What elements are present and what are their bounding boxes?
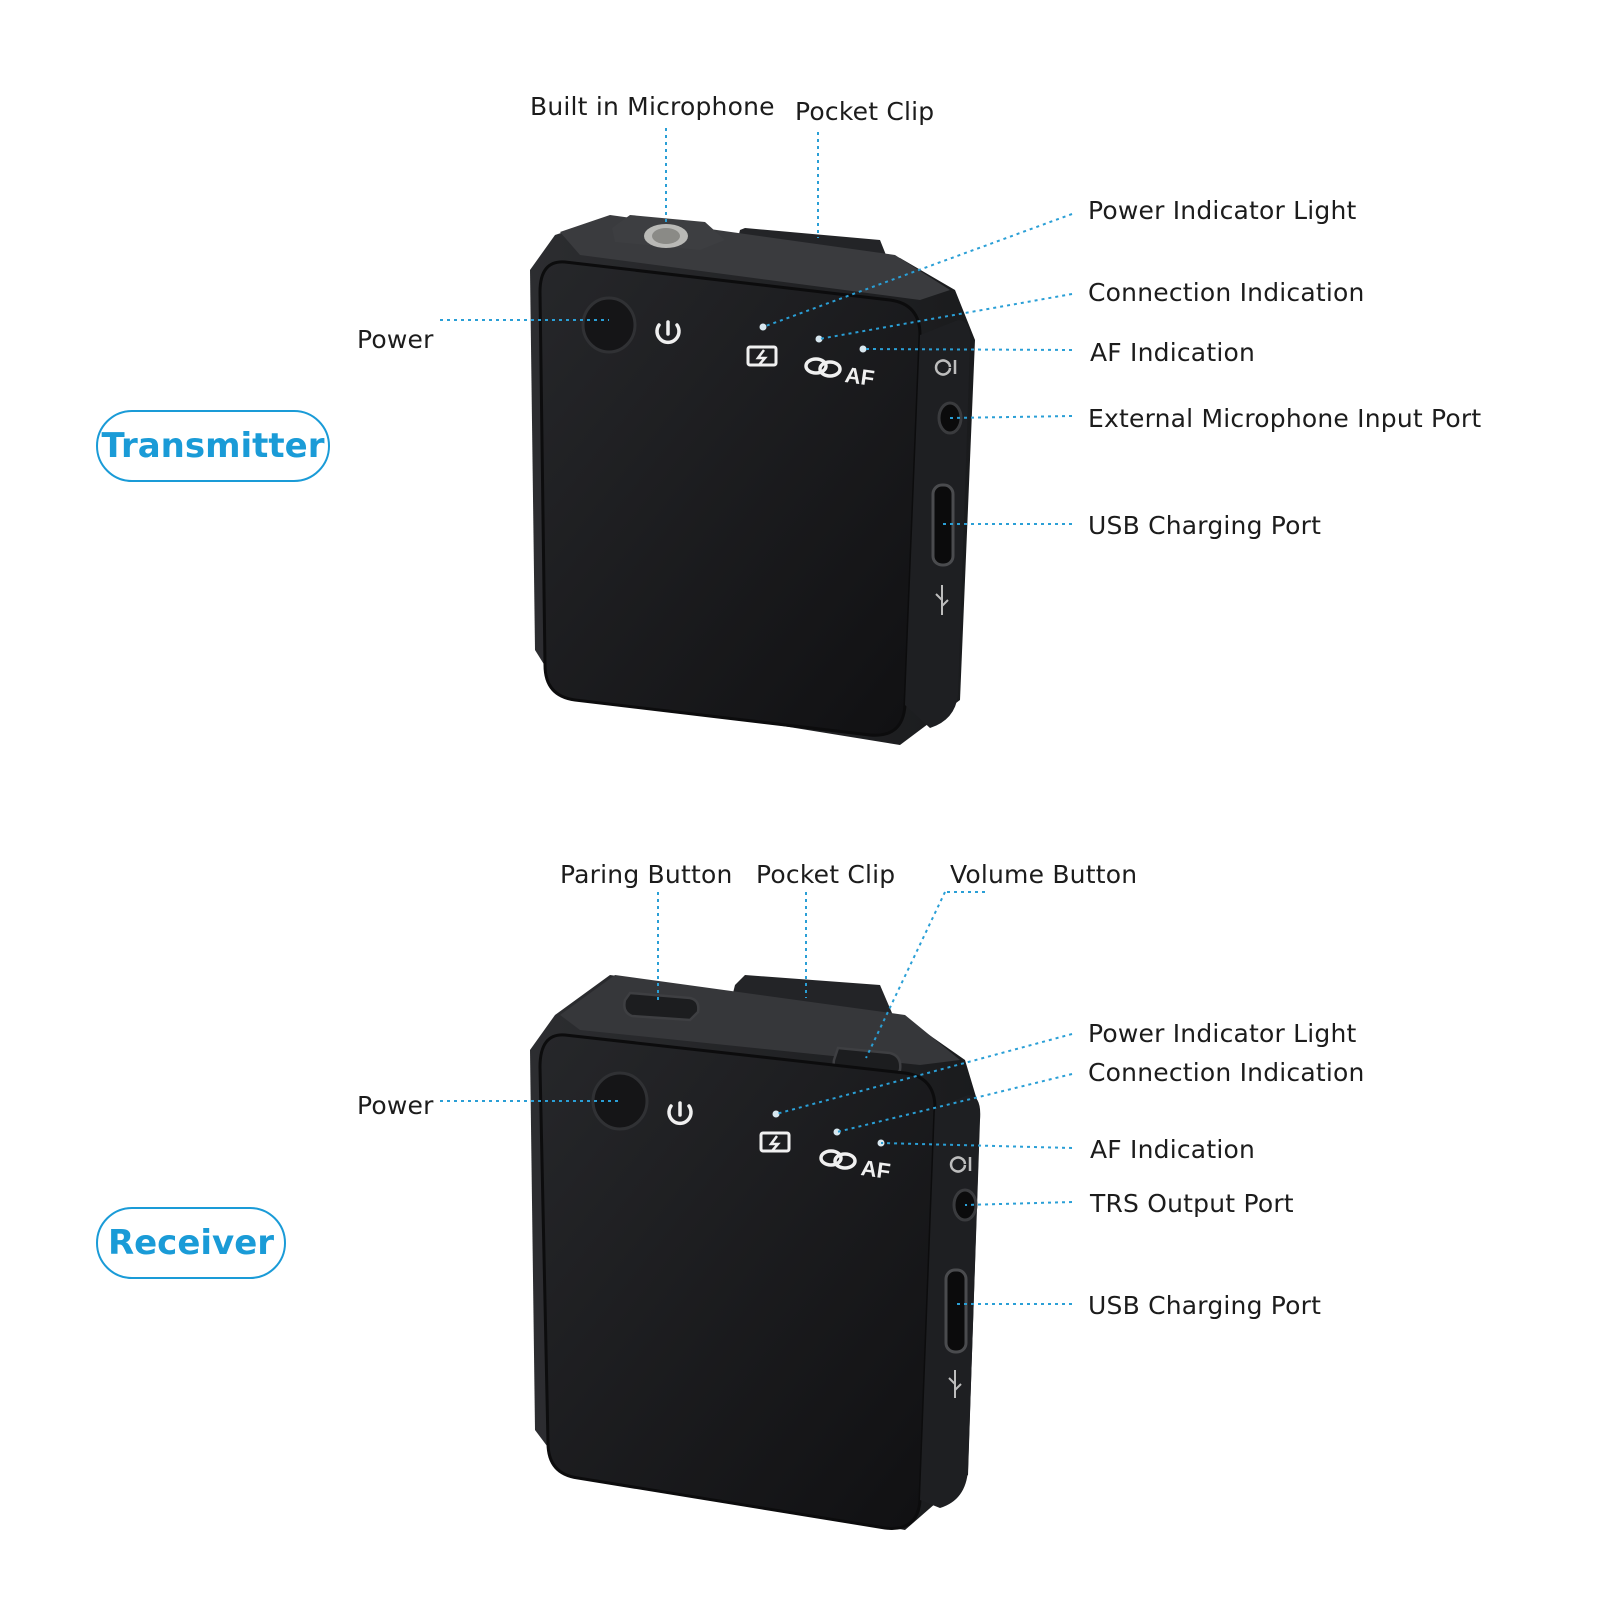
- receiver-device: [530, 975, 981, 1530]
- external-microphone-port-graphic: [937, 401, 963, 435]
- leader-lines: [440, 128, 1073, 1305]
- battery-icon: [746, 345, 778, 367]
- label-power: Power: [357, 325, 434, 354]
- label-af-indication: AF Indication: [1090, 338, 1256, 367]
- receiver-af-text: AF: [859, 1155, 892, 1184]
- label-built-in-microphone: Built in Microphone: [530, 92, 775, 121]
- transmitter-connection-led: [815, 335, 823, 343]
- label-connection-indication: Connection Indication: [1088, 278, 1365, 307]
- label-pocket-clip: Pocket Clip: [795, 97, 935, 126]
- receiver-usb-port-graphic: [944, 1268, 968, 1354]
- usb-icon: [935, 585, 949, 615]
- built-in-microphone-graphic: [612, 215, 725, 250]
- receiver-pairing-button[interactable]: [623, 991, 700, 1022]
- headphone-icon: [934, 359, 957, 376]
- power-icon: [655, 320, 681, 345]
- label-paring-button: Paring Button: [560, 860, 733, 889]
- receiver-connection-led: [833, 1128, 841, 1136]
- transmitter-front-face: [538, 260, 922, 737]
- transmitter-device: [530, 215, 975, 745]
- label-external-microphone-input-port: External Microphone Input Port: [1088, 404, 1482, 433]
- power-icon: [667, 1101, 693, 1126]
- transmitter-af-led: [859, 345, 867, 353]
- receiver-title: Receiver: [96, 1207, 286, 1279]
- label-power-indicator-light: Power Indicator Light: [1088, 196, 1357, 225]
- label-receiver-usb-charging-port: USB Charging Port: [1088, 1291, 1322, 1320]
- usb-icon: [948, 1370, 962, 1398]
- label-receiver-af-indication: AF Indication: [1090, 1135, 1256, 1164]
- transmitter-af-text: AF: [843, 362, 876, 391]
- transmitter-power-button[interactable]: [581, 296, 637, 354]
- battery-icon: [759, 1131, 791, 1153]
- label-receiver-connection-indication: Connection Indication: [1088, 1058, 1365, 1087]
- label-receiver-power: Power: [357, 1091, 434, 1120]
- label-trs-output-port: TRS Output Port: [1090, 1189, 1294, 1218]
- headphone-icon: [949, 1156, 972, 1173]
- label-usb-charging-port: USB Charging Port: [1088, 511, 1322, 540]
- label-volume-button: Volume Button: [950, 860, 1138, 889]
- receiver-power-led: [772, 1110, 780, 1118]
- transmitter-title: Transmitter: [96, 410, 330, 482]
- link-icon: [804, 357, 842, 378]
- receiver-power-button[interactable]: [591, 1071, 649, 1131]
- label-receiver-pocket-clip: Pocket Clip: [756, 860, 896, 889]
- label-receiver-power-indicator-light: Power Indicator Light: [1088, 1019, 1357, 1048]
- link-icon: [819, 1149, 857, 1170]
